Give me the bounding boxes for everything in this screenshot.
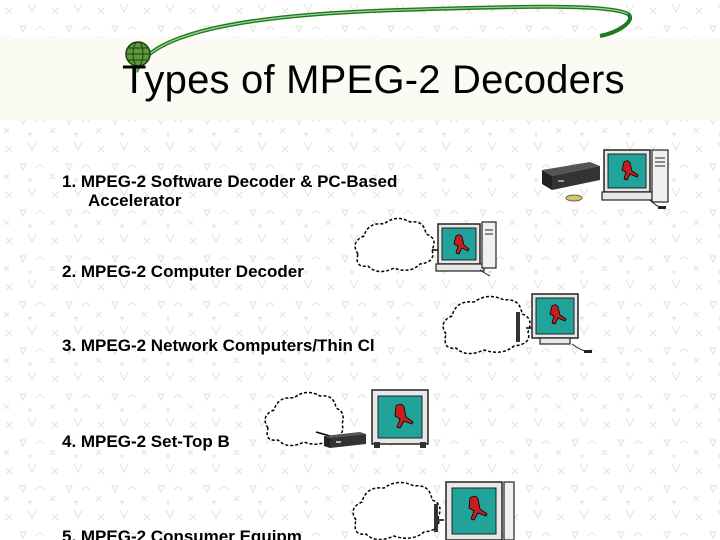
green-swoosh	[134, 4, 632, 73]
title-band	[0, 37, 720, 120]
list-item-5: 5. MPEG-2 Consumer Equipm	[62, 527, 302, 540]
monitor-icon	[531, 293, 579, 345]
set-top-box-icon	[542, 162, 600, 190]
list-item-3: 3. MPEG-2 Network Computers/Thin Cl	[62, 336, 375, 355]
network-computer-illustration	[442, 293, 592, 355]
computer-decoder-illustration	[354, 217, 497, 277]
monitor-icon	[371, 389, 429, 448]
list-item-4: 4. MPEG-2 Set-Top B	[62, 432, 230, 451]
set-top-box-icon	[324, 432, 366, 448]
monitor-icon	[445, 481, 515, 540]
list-item-1-line2: Accelerator	[88, 191, 182, 210]
cloud-icon	[354, 217, 435, 273]
monitor-icon	[601, 149, 655, 201]
slide-title: Types of MPEG-2 Decoders	[122, 58, 625, 102]
cloud-icon	[442, 295, 531, 355]
globe-icon	[125, 41, 151, 67]
cloud-icon	[352, 481, 441, 540]
pc-accelerator-illustration	[542, 149, 669, 209]
list-item-1-line1: 1. MPEG-2 Software Decoder & PC-Based	[62, 172, 398, 191]
set-top-box-illustration	[264, 389, 429, 448]
list-item-1: 1. MPEG-2 Software Decoder & PC-Based Ac…	[62, 172, 397, 210]
monitor-icon	[435, 223, 485, 272]
consumer-equipment-illustration	[352, 481, 515, 540]
cloud-icon	[264, 391, 344, 447]
list-item-2: 2. MPEG-2 Computer Decoder	[62, 262, 304, 281]
